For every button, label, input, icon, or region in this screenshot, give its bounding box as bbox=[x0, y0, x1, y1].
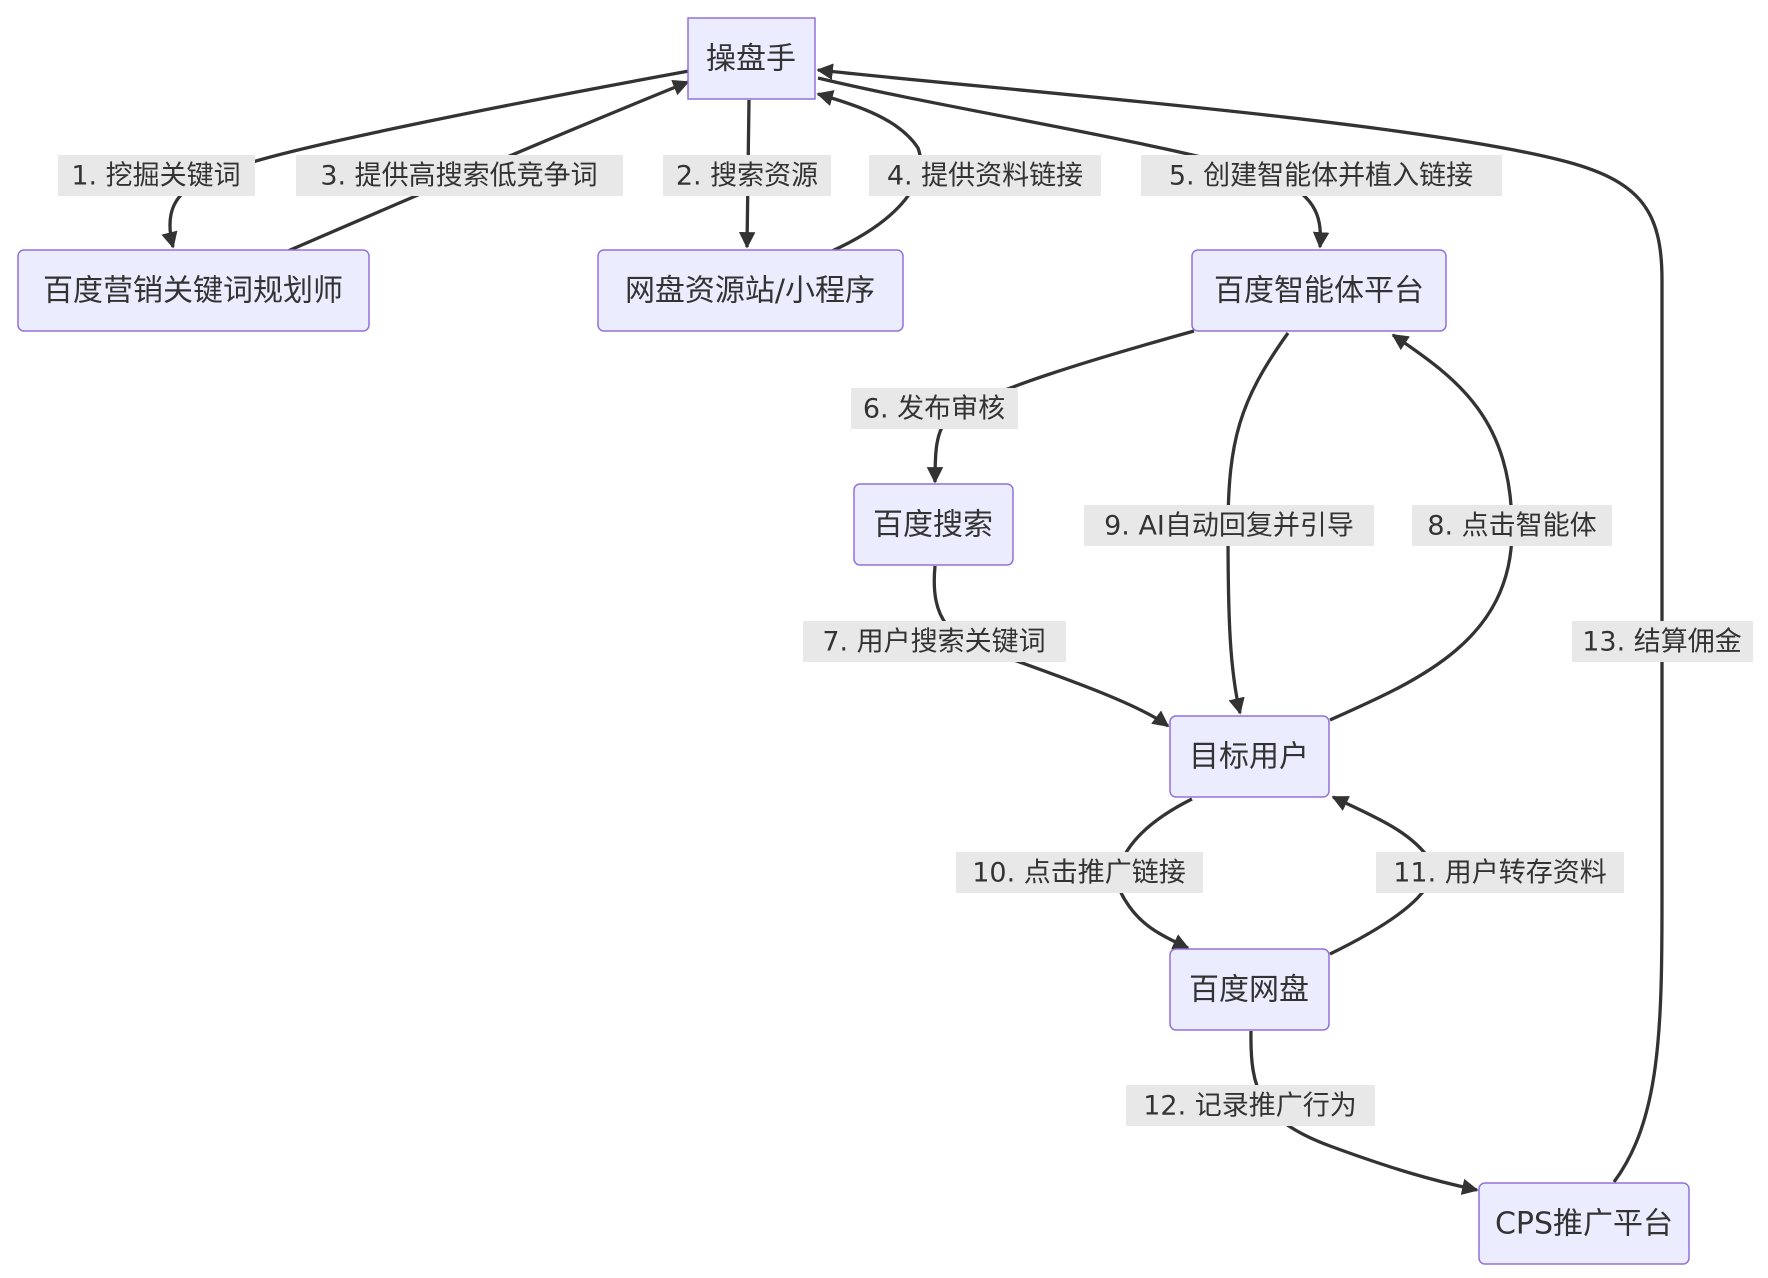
edge-label-11-bg bbox=[1376, 852, 1624, 893]
edge-labels: 1. 挖掘关键词 3. 提供高搜索低竞争词 2. 搜索资源 4. 提供资料链接 … bbox=[58, 155, 1753, 1126]
node-baidu-pan[interactable]: 百度网盘 bbox=[1169, 948, 1330, 1031]
edge-label-13-bg bbox=[1572, 621, 1753, 662]
edge-label-4-bg bbox=[869, 155, 1101, 196]
edge-label-12-bg bbox=[1126, 1085, 1375, 1126]
node-agent-platform-box bbox=[1191, 249, 1447, 332]
edge-label-6-bg bbox=[851, 388, 1018, 429]
node-agent-platform[interactable]: 百度智能体平台 bbox=[1191, 249, 1447, 332]
edge-label-13: 13. 结算佣金 bbox=[1582, 627, 1742, 658]
edge-label-3: 3. 提供高搜索低竞争词 bbox=[320, 161, 597, 192]
edge-label-1: 1. 挖掘关键词 bbox=[71, 161, 240, 192]
node-resource-site-box bbox=[597, 249, 904, 332]
edge-label-9: 9. AI自动回复并引导 bbox=[1104, 511, 1354, 542]
edge-label-2-bg bbox=[663, 155, 831, 196]
node-baidu-pan-label: 百度网盘 bbox=[1189, 973, 1309, 1008]
edge-label-5: 5. 创建智能体并植入链接 bbox=[1169, 161, 1473, 192]
node-operator-box bbox=[687, 17, 816, 100]
edge-label-9-bg bbox=[1084, 505, 1374, 546]
edge-1 bbox=[161, 69, 690, 249]
node-baidu-search[interactable]: 百度搜索 bbox=[853, 483, 1014, 566]
node-baidu-pan-box bbox=[1169, 948, 1330, 1031]
edge-label-5-bg bbox=[1141, 155, 1502, 196]
node-cps-platform-box bbox=[1478, 1182, 1690, 1265]
node-keyword-planner[interactable]: 百度营销关键词规划师 bbox=[17, 249, 370, 332]
edge-label-6: 6. 发布审核 bbox=[863, 394, 1005, 425]
edge-label-4: 4. 提供资料链接 bbox=[887, 161, 1083, 192]
edge-4 bbox=[816, 90, 923, 253]
node-operator-label: 操盘手 bbox=[706, 42, 796, 77]
edge-label-1-bg bbox=[58, 155, 255, 196]
edge-label-7: 7. 用户搜索关键词 bbox=[822, 627, 1045, 658]
edge-label-2: 2. 搜索资源 bbox=[676, 161, 818, 192]
nodes: 操盘手 百度营销关键词规划师 网盘资源站/小程序 百度智能体平台 百度搜索 目标… bbox=[17, 17, 1690, 1265]
node-operator[interactable]: 操盘手 bbox=[687, 17, 816, 100]
edge-12 bbox=[1249, 1030, 1479, 1195]
node-baidu-search-label: 百度搜索 bbox=[873, 508, 993, 543]
node-cps-platform-label: CPS推广平台 bbox=[1495, 1207, 1673, 1242]
edge-13 bbox=[816, 63, 1664, 1183]
node-target-user-label: 目标用户 bbox=[1189, 740, 1309, 775]
edge-label-8-bg bbox=[1412, 505, 1612, 546]
edge-label-10-bg bbox=[956, 852, 1203, 893]
node-resource-site[interactable]: 网盘资源站/小程序 bbox=[597, 249, 904, 332]
edge-10 bbox=[1116, 797, 1193, 950]
edge-label-11: 11. 用户转存资料 bbox=[1393, 858, 1607, 889]
edge-label-12: 12. 记录推广行为 bbox=[1143, 1091, 1357, 1122]
edge-label-10: 10. 点击推广链接 bbox=[972, 858, 1186, 889]
node-keyword-planner-label: 百度营销关键词规划师 bbox=[43, 274, 343, 309]
node-baidu-search-box bbox=[853, 483, 1014, 566]
node-agent-platform-label: 百度智能体平台 bbox=[1214, 274, 1424, 309]
edge-label-3-bg bbox=[296, 155, 623, 196]
edge-label-7-bg bbox=[803, 621, 1066, 662]
node-resource-site-label: 网盘资源站/小程序 bbox=[625, 274, 875, 309]
node-target-user[interactable]: 目标用户 bbox=[1169, 715, 1330, 798]
node-target-user-box bbox=[1169, 715, 1330, 798]
node-cps-platform[interactable]: CPS推广平台 bbox=[1478, 1182, 1690, 1265]
edge-label-8: 8. 点击智能体 bbox=[1427, 511, 1596, 542]
node-keyword-planner-box bbox=[17, 249, 370, 332]
